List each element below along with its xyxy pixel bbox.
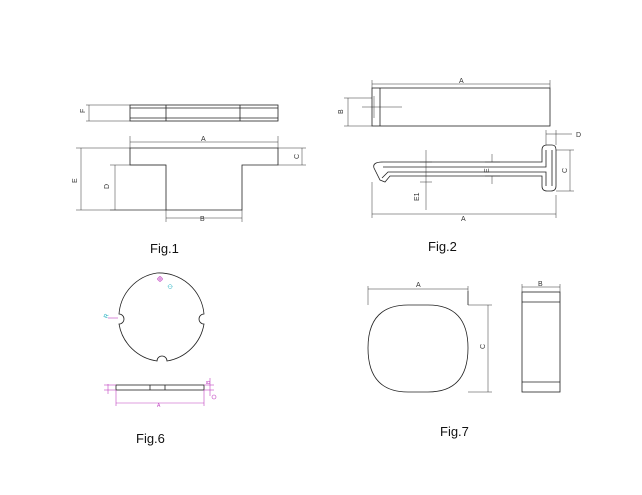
fig6-label-dia: ∅ (165, 283, 174, 291)
fig7-label-A: A (416, 282, 421, 289)
fig1-label-C: C (294, 154, 301, 159)
fig1-label-B: B (200, 216, 205, 223)
fig2-label-E1: E1 (414, 192, 421, 201)
fig2-label-E: E (484, 168, 491, 173)
fig6-caption: Fig.6 (136, 431, 165, 446)
fig6-label-A: A (157, 403, 161, 409)
fig2-caption: Fig.2 (428, 239, 457, 254)
fig1-label-D: D (104, 184, 111, 189)
fig1-label-F: F (80, 109, 87, 113)
fig2-label-D: D (576, 132, 581, 139)
fig1-label-A: A (201, 136, 206, 143)
fig6-label-B: B (206, 380, 212, 384)
fig7-label-C: C (480, 344, 487, 349)
fig1-drawing: F A C B D E (72, 104, 306, 223)
fig2-label-A-top: A (459, 78, 464, 85)
fig1-label-E: E (72, 178, 79, 183)
fig2-label-A-bottom: A (461, 216, 466, 223)
fig2-label-B: B (338, 109, 345, 114)
fig6-label-R: R (103, 312, 110, 319)
fig2-drawing: A B D C E E1 A (338, 78, 581, 223)
fig7-caption: Fig.7 (440, 424, 469, 439)
fig7-drawing: A C B (367, 281, 561, 393)
fig6-drawing: ∅ R A B (103, 272, 217, 409)
fig7-label-B: B (538, 281, 543, 288)
fig1-caption: Fig.1 (150, 241, 179, 256)
fig2-label-C: C (562, 168, 569, 173)
